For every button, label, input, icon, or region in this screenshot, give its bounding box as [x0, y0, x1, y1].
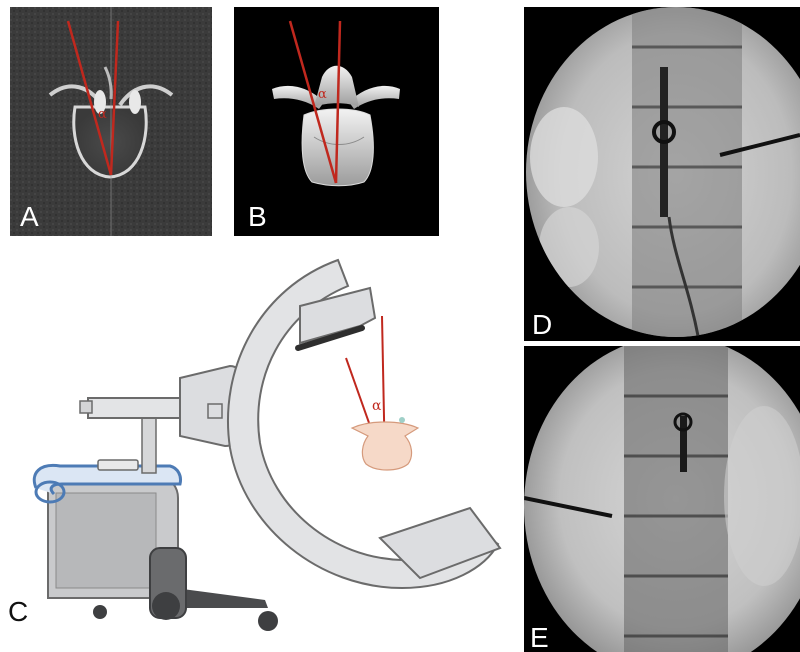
angle-alpha-label-a: α	[98, 107, 107, 122]
panel-a-ct-image: α A	[10, 7, 212, 236]
c-arm-icon: α	[0, 248, 520, 652]
panel-label-a: A	[20, 203, 39, 231]
panel-label-d: D	[532, 311, 552, 339]
angle-alpha-label-b: α	[318, 87, 327, 102]
fluoroscopy-e-icon	[524, 346, 800, 652]
panel-b-3d-render: α B	[234, 7, 439, 236]
panel-label-e: E	[530, 624, 549, 652]
panel-d-fluoroscopy: D	[524, 7, 800, 341]
panel-label-c: C	[8, 598, 28, 626]
panel-e-fluoroscopy: E	[524, 346, 800, 652]
angle-alpha-label-c: α	[372, 398, 382, 414]
panel-c-carm-illustration: α C	[0, 248, 520, 652]
fluoroscopy-d-icon	[524, 7, 800, 341]
ct-vertebra-icon: α	[10, 7, 212, 236]
panel-label-b: B	[248, 203, 267, 231]
